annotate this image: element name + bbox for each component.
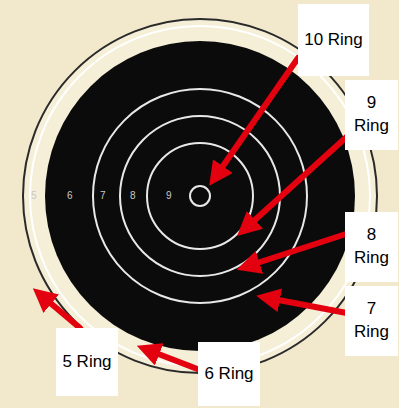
callout-text: 5 Ring (59, 349, 114, 376)
callout-text: 8 Ring (345, 222, 398, 272)
callout-text: 9 Ring (345, 90, 398, 140)
leader-arrow (216, 58, 298, 176)
callout-box: 7 Ring (345, 286, 398, 356)
ten-ring (190, 186, 210, 206)
ring-line (147, 143, 253, 249)
callout-box: 8 Ring (345, 212, 398, 282)
callout-box: 5 Ring (56, 328, 118, 396)
leader-arrow (268, 298, 352, 314)
black-aiming-disc (45, 41, 355, 351)
ring-number: 9 (166, 191, 172, 201)
callout-text: 7 Ring (345, 296, 398, 346)
leader-arrow (42, 296, 80, 328)
ring-line (120, 116, 280, 276)
callout-box: 10 Ring (298, 4, 369, 76)
leader-arrow (148, 350, 200, 370)
leader-arrow (248, 232, 352, 266)
ring-number: 6 (67, 191, 73, 201)
ring-number: 7 (100, 191, 106, 201)
ring-number: 8 (130, 191, 136, 201)
callout-box: 9 Ring (345, 80, 398, 150)
callout-text: 10 Ring (301, 27, 366, 54)
ring-line (30, 26, 370, 366)
ring-number: 5 (31, 191, 37, 201)
ring-line (93, 89, 307, 303)
leader-arrow (246, 132, 352, 228)
callout-text: 6 Ring (201, 361, 256, 388)
callout-box: 6 Ring (198, 342, 260, 406)
